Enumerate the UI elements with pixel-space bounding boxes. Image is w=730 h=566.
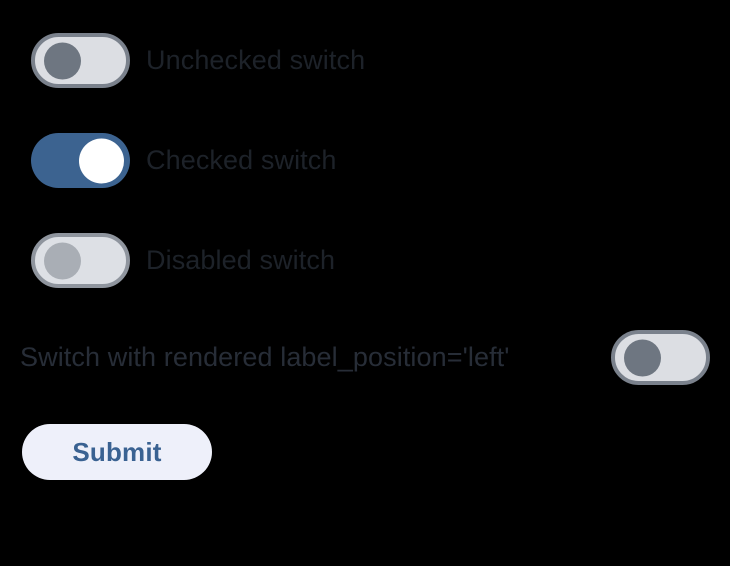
unchecked-switch-label: Unchecked switch [146, 45, 366, 75]
submit-button[interactable]: Submit [22, 424, 212, 480]
left-label-switch-toggle[interactable] [611, 330, 710, 385]
switch-thumb-icon [79, 138, 124, 183]
disabled-switch-label: Disabled switch [146, 245, 336, 275]
switch-row-disabled: Disabled switch [31, 233, 335, 288]
left-label-switch-label: Switch with rendered label_position='lef… [20, 342, 510, 372]
unchecked-switch-toggle[interactable] [31, 33, 130, 88]
checked-switch-label: Checked switch [146, 145, 337, 175]
switch-row-unchecked: Unchecked switch [31, 33, 365, 88]
switch-thumb-icon [44, 242, 81, 279]
switch-row-left-label: Switch with rendered label_position='lef… [20, 330, 710, 385]
checked-switch-toggle[interactable] [31, 133, 130, 188]
switch-thumb-icon [44, 42, 81, 79]
disabled-switch-toggle [31, 233, 130, 288]
switch-thumb-icon [624, 339, 661, 376]
switch-row-checked: Checked switch [31, 133, 336, 188]
